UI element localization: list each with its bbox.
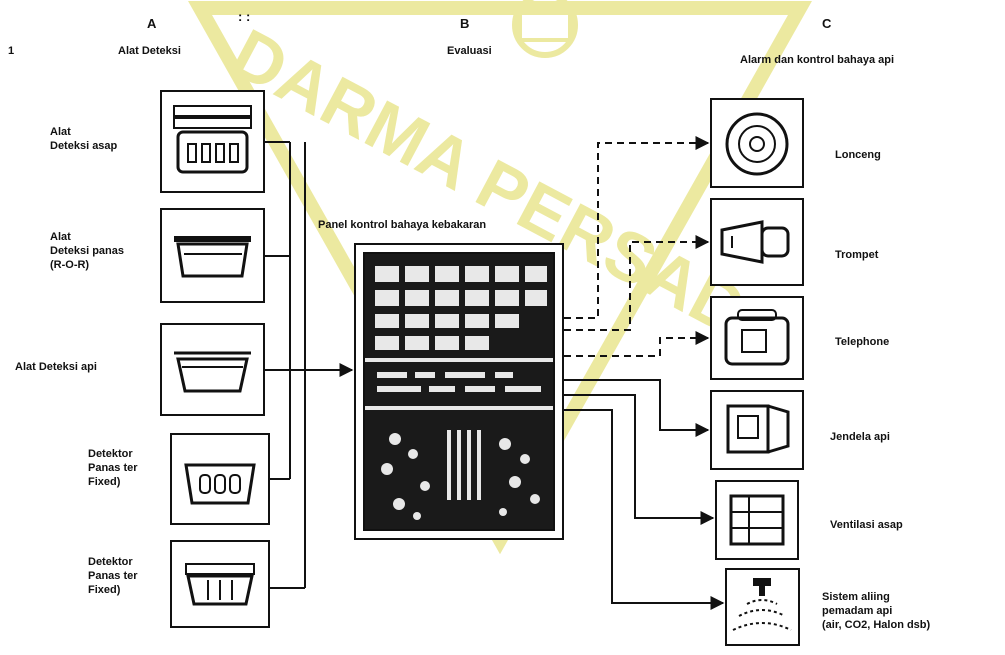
connector-lines [0,0,1005,655]
